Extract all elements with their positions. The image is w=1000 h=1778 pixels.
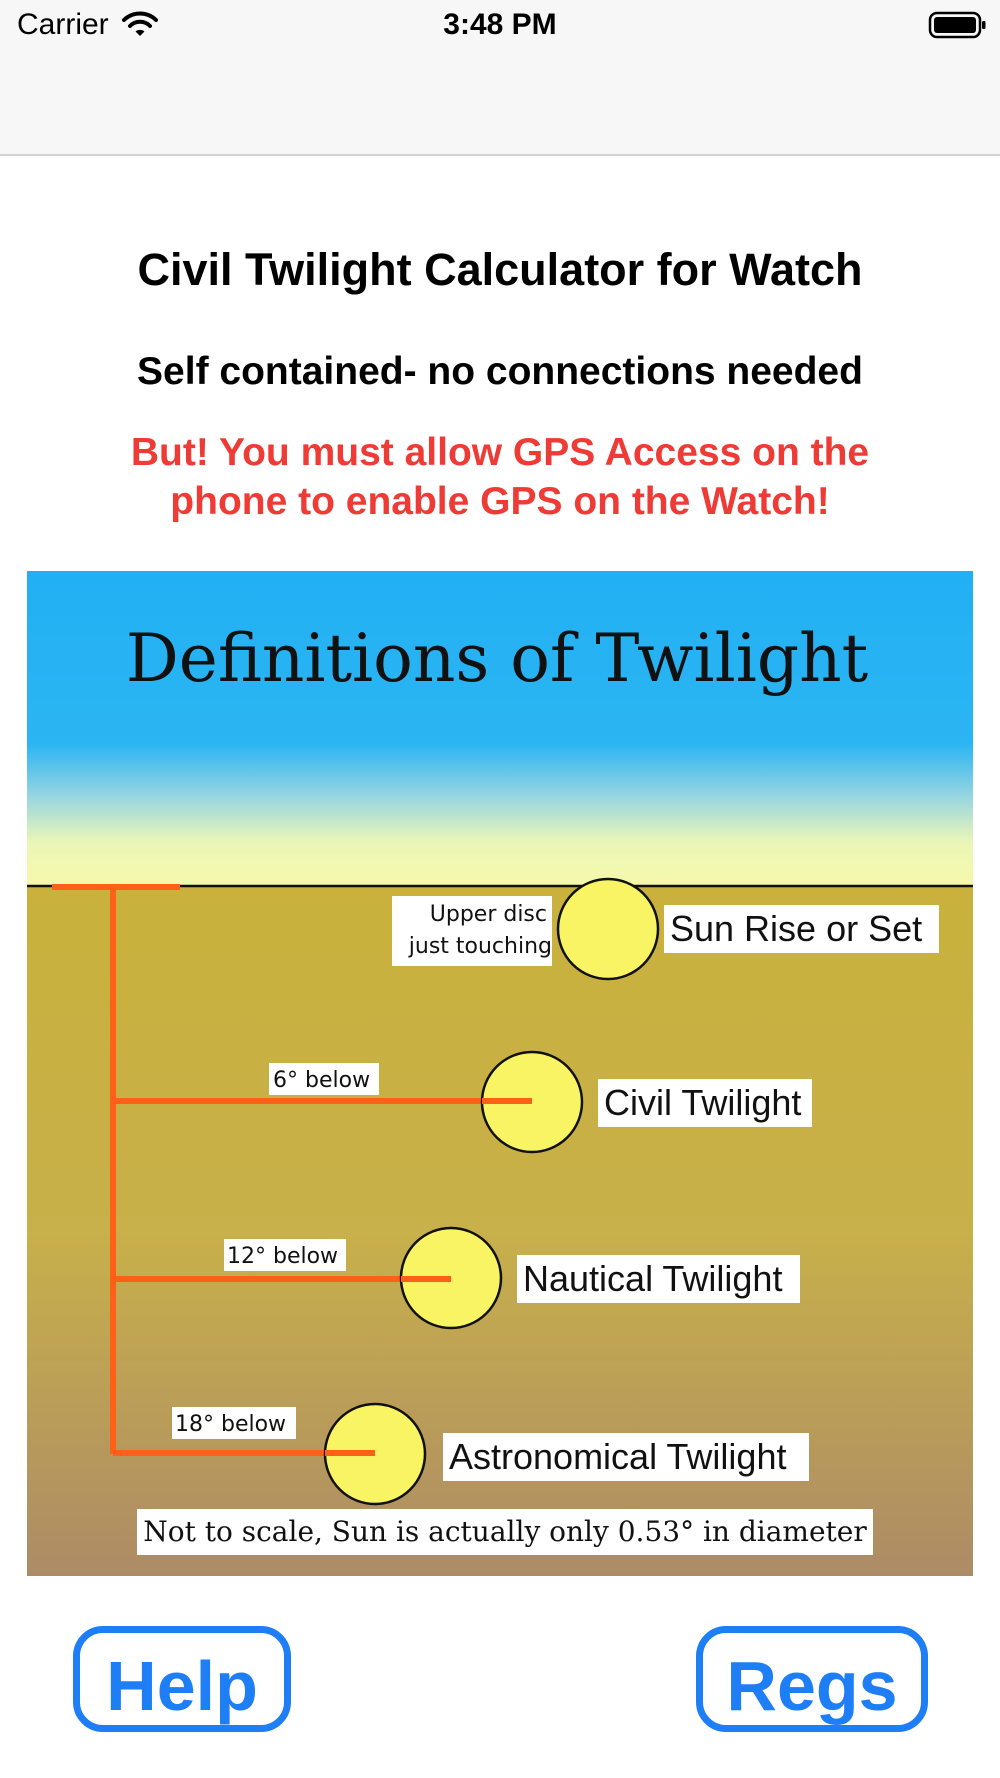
label-sunrise: Sun Rise or Set xyxy=(670,908,922,949)
sky-area xyxy=(27,571,973,886)
help-button[interactable]: Help xyxy=(73,1626,291,1732)
footnote: Not to scale, Sun is actually only 0.53°… xyxy=(143,1515,867,1548)
label-astronomical-twilight: Astronomical Twilight xyxy=(449,1436,786,1477)
page-title: Civil Twilight Calculator for Watch xyxy=(137,244,863,295)
regs-button[interactable]: Regs xyxy=(696,1626,928,1732)
gps-warning: But! You must allow GPS Access on the ph… xyxy=(130,431,870,523)
wifi-icon xyxy=(122,10,158,43)
upper-disc-note-line2: just touching xyxy=(408,934,552,959)
upper-disc-note-line1: Upper disc xyxy=(430,902,547,927)
status-time: 3:48 PM xyxy=(443,8,557,41)
navigation-bar xyxy=(0,0,1000,156)
status-bar: Carrier 3:48 PM xyxy=(0,0,1000,50)
label-civil-twilight: Civil Twilight xyxy=(604,1082,801,1123)
angle-nautical: 12° below xyxy=(227,1244,338,1269)
twilight-definitions-illustration: Definitions of Twilight Upper disc just … xyxy=(27,571,973,1576)
angle-astronomical: 18° below xyxy=(175,1412,286,1437)
label-nautical-twilight: Nautical Twilight xyxy=(523,1258,782,1299)
sun-sunrise xyxy=(556,877,660,981)
page-subtitle: Self contained- no connections needed xyxy=(137,350,863,393)
carrier-label: Carrier xyxy=(17,8,109,41)
angle-civil: 6° below xyxy=(273,1068,370,1093)
battery-icon xyxy=(928,11,988,44)
illustration-heading: Definitions of Twilight xyxy=(126,620,868,697)
